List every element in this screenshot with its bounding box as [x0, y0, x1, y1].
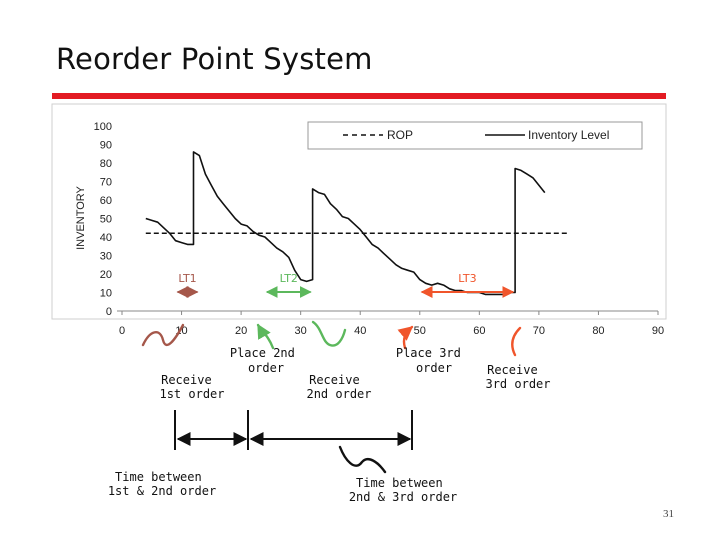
- time-between-2-3-pointer: [338, 445, 387, 474]
- y-tick-label: 90: [100, 140, 112, 152]
- y-tick-label: 10: [100, 288, 112, 300]
- legend: ROP Inventory Level: [307, 121, 643, 150]
- y-tick-label: 30: [100, 251, 112, 263]
- x-tick-label: 20: [235, 325, 247, 337]
- y-tick-label: 40: [100, 232, 112, 244]
- y-tick-label: 60: [100, 195, 112, 207]
- page-number: 31: [663, 508, 674, 520]
- lead-time-label-lt2: LT2: [280, 272, 298, 285]
- slide-title: Reorder Point System: [56, 42, 373, 76]
- x-tick-label: 40: [354, 325, 366, 337]
- x-tick-label: 30: [295, 325, 307, 337]
- y-tick-label: 70: [100, 177, 112, 189]
- x-tick-label: 50: [414, 325, 426, 337]
- legend-rop-label: ROP: [387, 128, 413, 142]
- lead-time-label-lt1: LT1: [178, 272, 196, 285]
- place-3rd-label: Place 3rd order: [396, 346, 468, 375]
- title-rule: [52, 93, 666, 99]
- y-axis-label: INVENTORY: [75, 185, 87, 249]
- place-2nd-pointer: [256, 323, 275, 350]
- x-tick-label: 90: [652, 325, 664, 337]
- lead-time-label-lt3: LT3: [458, 272, 476, 285]
- time-between-1-2-label: Time between 1st & 2nd order: [108, 470, 216, 498]
- legend-inventory-label: Inventory Level: [528, 128, 609, 142]
- receive-3rd-pointer: [511, 326, 522, 357]
- receive-3rd-label: Receive 3rd order: [485, 363, 550, 391]
- receive-2nd-label: Receive 2nd order: [306, 373, 371, 401]
- receive-1st-pointer: [141, 323, 185, 347]
- place-3rd-pointer: [397, 325, 414, 350]
- x-tick-label: 70: [533, 325, 545, 337]
- series-lines: [145, 151, 569, 296]
- y-tick-label: 20: [100, 269, 112, 281]
- annotation-pointers: [141, 320, 522, 474]
- place-2nd-label: Place 2nd order: [230, 346, 302, 375]
- y-tick-label: 50: [100, 214, 112, 226]
- receive-2nd-pointer: [311, 320, 347, 347]
- order-cycle-brackets: [174, 410, 413, 450]
- x-tick-label: 80: [592, 325, 604, 337]
- y-tick-label: 0: [106, 306, 112, 318]
- axes: [117, 310, 659, 315]
- lead-time-markers: LT1 LT2 LT3: [176, 272, 515, 298]
- inventory-level-line: [145, 151, 546, 296]
- plot-frame: [51, 103, 667, 320]
- y-tick-label: 100: [94, 121, 112, 133]
- y-tick-label: 80: [100, 158, 112, 170]
- x-tick-label: 60: [473, 325, 485, 337]
- receive-1st-label: Receive 1st order: [159, 373, 224, 401]
- x-tick-label: 0: [119, 325, 125, 337]
- time-between-2-3-label: Time between 2nd & 3rd order: [349, 476, 457, 504]
